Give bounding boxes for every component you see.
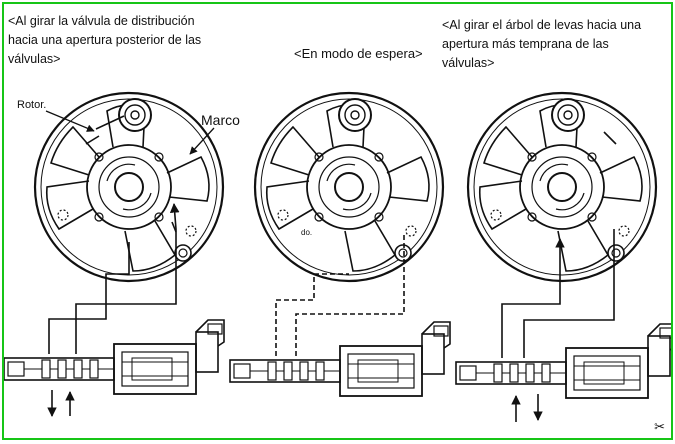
marco-label: Marco <box>201 112 240 128</box>
do-label: do. <box>301 228 313 237</box>
right-control-valve <box>455 323 671 399</box>
middle-oil-lines <box>275 234 405 356</box>
left-oil-lines <box>48 115 180 354</box>
caption-standby: <En modo de espera> <box>294 46 423 61</box>
right-rotor <box>466 91 658 283</box>
right-oil-lines <box>501 131 617 358</box>
scissors-logo-icon: ✂ <box>654 419 665 434</box>
caption-retard: <Al girar la válvula de distribución hac… <box>8 14 202 66</box>
caption-advance: <Al girar el árbol de levas hacia una ap… <box>442 18 642 70</box>
rotor-leader <box>45 110 95 132</box>
middle-rotor <box>253 91 445 283</box>
rotor-label: Rotor. <box>17 99 47 111</box>
middle-control-valve <box>229 321 451 397</box>
marco-leader <box>189 127 215 155</box>
left-control-valve <box>4 319 225 395</box>
vvt-diagram <box>4 91 671 422</box>
